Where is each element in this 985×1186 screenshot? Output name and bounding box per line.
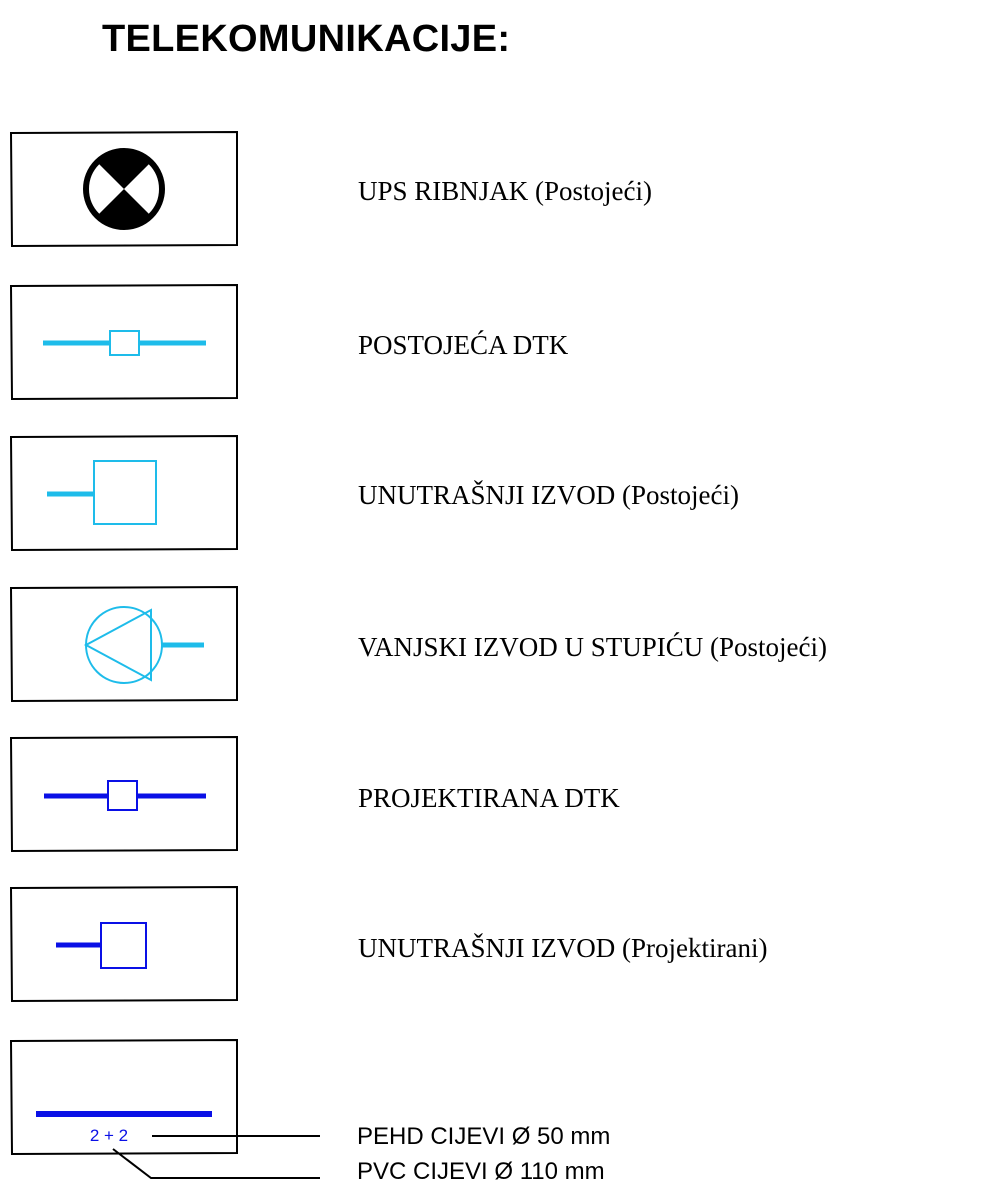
legend-symbol-existing-internal-outlet bbox=[9, 434, 238, 552]
legend-symbol-projected-internal-outlet bbox=[9, 885, 238, 1003]
existing-internal-outlet-icon bbox=[47, 460, 157, 525]
pipe-count-label: 2 + 2 bbox=[90, 1126, 128, 1145]
legend-label-existing-internal-outlet: UNUTRAŠNJI IZVOD (Postojeći) bbox=[358, 480, 739, 510]
existing-dtk-line-icon bbox=[43, 330, 206, 356]
projected-dtk-line-icon bbox=[44, 780, 206, 811]
pehd-pipe-label: PEHD CIJEVI Ø 50 mm bbox=[357, 1123, 611, 1150]
legend-label-projected-dtk: PROJEKTIRANA DTK bbox=[358, 783, 620, 813]
legend-label-projected-internal-outlet: UNUTRAŠNJI IZVOD (Projektirani) bbox=[358, 933, 768, 963]
legend-symbol-existing-dtk bbox=[9, 283, 238, 401]
legend-label-existing-dtk: POSTOJEĆA DTK bbox=[358, 330, 569, 360]
page-title: TELEKOMUNIKACIJE: bbox=[102, 18, 511, 60]
legend-symbol-projected-dtk bbox=[9, 735, 238, 853]
legend-symbol-ups bbox=[9, 130, 238, 248]
legend-symbol-ducts: 2 + 2 bbox=[9, 1038, 238, 1156]
legend-symbol-existing-pole-outlet bbox=[9, 585, 238, 703]
pole-outlet-icon bbox=[83, 606, 204, 684]
pvc-pipe-label: PVC CIJEVI Ø 110 mm bbox=[357, 1158, 605, 1185]
ups-crossed-circle-icon bbox=[83, 148, 165, 230]
projected-internal-outlet-icon bbox=[56, 922, 147, 969]
legend-label-ups: UPS RIBNJAK (Postojeći) bbox=[358, 176, 653, 206]
legend-label-existing-pole-outlet: VANJSKI IZVOD U STUPIĆU (Postojeći) bbox=[358, 632, 828, 662]
